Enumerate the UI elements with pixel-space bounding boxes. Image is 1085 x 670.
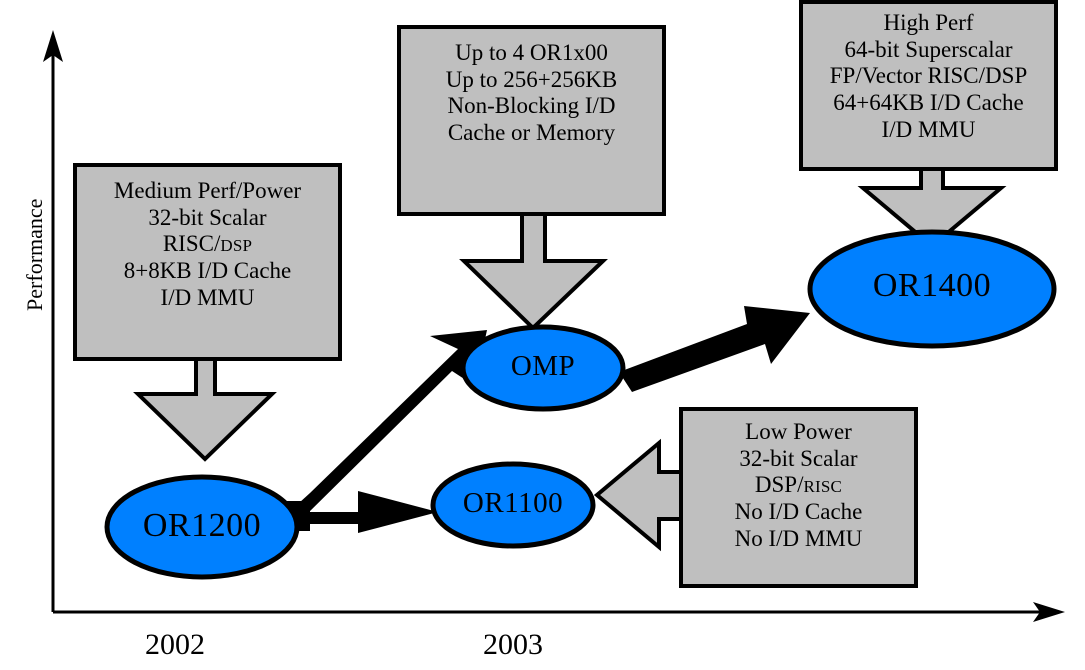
x-tick-2003: 2003 [483, 628, 543, 661]
info-box-line: 64-bit Superscalar [844, 36, 1013, 62]
info-box-line: Up to 256+256KB [445, 66, 618, 92]
x-tick-2002: 2002 [145, 628, 205, 661]
info-box-line: I/D MMU [881, 116, 976, 142]
y-axis [43, 30, 63, 612]
x-axis [53, 602, 1065, 622]
node-or1400[interactable] [807, 229, 1057, 349]
node-label-omp: OMP [510, 350, 576, 382]
info-box-line: 64+64KB I/D Cache [833, 90, 1024, 116]
info-box-line: RISC/DSP [162, 231, 253, 257]
info-box-line: I/D MMU [160, 284, 255, 310]
info-box-line: No I/D MMU [734, 525, 863, 551]
node-label-or1400: OR1400 [872, 267, 992, 304]
node-or1100[interactable] [430, 461, 596, 549]
info-box-line: Up to 4 OR1x00 [455, 40, 608, 65]
info-box-low-power [679, 407, 918, 588]
info-box-line: No I/D Cache [734, 499, 863, 525]
y-axis-title: Performance [22, 198, 48, 311]
info-box-omp-details [397, 25, 666, 216]
info-box-line: 32-bit Scalar [739, 445, 858, 471]
info-box-high-perf [799, 0, 1058, 171]
node-omp[interactable] [460, 324, 626, 412]
info-box-line: 8+8KB I/D Cache [123, 258, 292, 284]
info-box-line: Low Power [745, 419, 852, 444]
info-box-line: Medium Perf/Power [113, 178, 302, 203]
flow-arrow-or1200-to-omp [288, 330, 487, 516]
flow-arrow-omp-to-or1400 [619, 306, 810, 392]
node-label-or1100: OR1100 [462, 487, 564, 519]
info-box-line: Non-Blocking I/D [447, 93, 616, 119]
info-box-line: DSP/RISC [754, 472, 843, 498]
info-box-line: High Perf [883, 10, 974, 35]
info-box-medium-perf [73, 163, 342, 361]
node-label-or1200: OR1200 [142, 507, 262, 544]
info-box-line: 32-bit Scalar [148, 204, 267, 230]
info-box-line: FP/Vector RISC/DSP [829, 63, 1028, 89]
node-or1200[interactable] [104, 474, 300, 580]
info-box-line: Cache or Memory [447, 120, 616, 146]
